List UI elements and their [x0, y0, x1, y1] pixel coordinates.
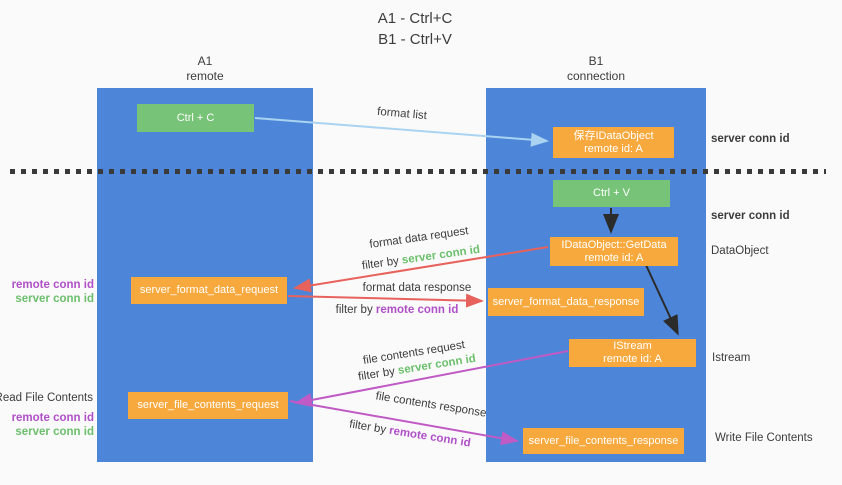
lane-a1-subtitle: remote — [186, 69, 224, 83]
label-filter-by-remote-conn-id-1: filter by remote conn id — [335, 304, 459, 316]
node-server-format-data-response: server_format_data_response — [488, 288, 644, 316]
node-save-idataobject: 保存IDataObject remote id: A — [553, 127, 674, 158]
lane-b1-title: B1 — [588, 54, 604, 68]
label-dataobject: DataObject — [711, 245, 769, 257]
node-getdata-line1: IDataObject::GetData — [561, 238, 667, 251]
label-server-conn-id-right-top: server conn id — [711, 133, 790, 145]
node-ctrl-c: Ctrl + C — [137, 104, 254, 132]
dotted-separator-line — [10, 169, 826, 174]
remote-conn-id-text: remote conn id — [11, 412, 94, 424]
diagram-title-line1: A1 - Ctrl+C — [377, 10, 453, 27]
node-server-file-contents-response: server_file_contents_response — [523, 428, 684, 454]
label-write-file-contents: Write File Contents — [715, 432, 813, 444]
node-istream-line2: remote id: A — [603, 353, 662, 365]
label-conn-ids-left-top: remote conn id server conn id — [12, 278, 94, 306]
diagram-title-line2: B1 - Ctrl+V — [378, 31, 452, 48]
label-server-conn-id-right-mid: server conn id — [711, 210, 790, 222]
lane-header-a1: A1 remote — [97, 54, 313, 84]
node-format-request-label: server_format_data_request — [139, 284, 279, 296]
node-file-response-label: server_file_contents_response — [528, 434, 679, 447]
arrow-file-contents-request — [294, 350, 569, 407]
node-server-file-contents-request: server_file_contents_request — [128, 392, 288, 419]
arrow-format-data-response — [287, 293, 484, 308]
server-conn-id-text: server conn id — [15, 426, 94, 438]
node-ctrl-v-label: Ctrl + V — [593, 187, 630, 199]
node-save-idataobject-line1: 保存IDataObject — [573, 129, 654, 142]
arrow-file-contents-response — [289, 400, 519, 446]
lane-header-b1: B1 connection — [486, 54, 706, 84]
remote-conn-id-text: remote conn id — [375, 304, 459, 316]
node-format-response-label: server_format_data_response — [492, 295, 640, 308]
lane-a1-title: A1 — [197, 54, 213, 68]
label-conn-ids-left-bottom: remote conn id server conn id — [12, 411, 94, 439]
label-format-data-response: format data response — [362, 282, 472, 294]
arrow-format-list — [254, 117, 549, 147]
node-ctrl-v: Ctrl + V — [553, 180, 670, 207]
arrow-format-data-request — [293, 246, 549, 293]
node-ctrl-c-label: Ctrl + C — [176, 111, 215, 124]
node-server-format-data-request: server_format_data_request — [131, 277, 287, 304]
node-istream-line1: IStream — [613, 340, 652, 352]
node-file-request-label: server_file_contents_request — [137, 399, 279, 411]
lane-b1-subtitle: connection — [566, 69, 626, 83]
remote-conn-id-text: remote conn id — [11, 279, 94, 291]
node-getdata-line2: remote id: A — [584, 251, 644, 264]
node-save-idataobject-line2: remote id: A — [584, 142, 643, 155]
label-istream: Istream — [712, 352, 751, 364]
diagram-title: A1 - Ctrl+C B1 - Ctrl+V — [300, 8, 530, 50]
node-istream: IStream remote id: A — [569, 339, 696, 367]
node-idataobject-getdata: IDataObject::GetData remote id: A — [550, 237, 678, 266]
arrow-getdata-to-istream — [645, 264, 679, 336]
server-conn-id-text: server conn id — [15, 293, 94, 305]
label-read-file-contents: Read File Contents — [0, 392, 93, 404]
